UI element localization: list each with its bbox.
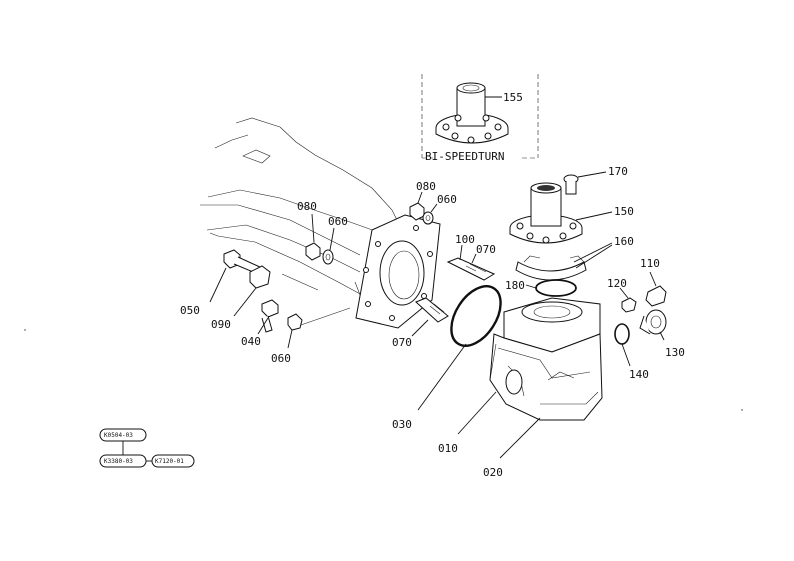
part-label-080-mid: 080 [297,200,317,213]
speck [741,409,743,411]
part-090-collar-drawing [249,265,271,289]
part-label-060-bottom: 060 [271,352,291,365]
part-label-120: 120 [607,277,627,290]
part-080-060-top-drawing [409,202,434,225]
reference-code-2: K3380-03 [104,458,133,465]
part-label-110: 110 [640,257,660,270]
part-label-170: 170 [608,165,628,178]
part-160-ring-drawing [515,255,587,281]
part-label-070-top: 070 [476,243,496,256]
speck [24,329,26,331]
part-label-160: 160 [614,235,634,248]
part-170-bolt-drawing [563,174,579,195]
part-label-150: 150 [614,205,634,218]
part-110-plug-drawing [645,285,667,307]
part-155-flange-drawing [435,82,509,144]
part-100-stud-drawing [446,257,496,281]
part-label-040: 040 [241,335,261,348]
part-120-washer-drawing [621,297,637,313]
reference-codes: K0504-03 K3380-03 K7120-01 [99,428,195,468]
part-label-140: 140 [629,368,649,381]
part-180-seal-drawing [535,279,577,297]
part-080-060-mid-drawing [305,242,334,265]
part-label-060-top: 060 [437,193,457,206]
part-label-010: 010 [438,442,458,455]
reference-code-3: K7120-01 [155,458,184,465]
part-140-ring-drawing [614,323,630,345]
part-label-130: 130 [665,346,685,359]
inset-caption: BI-SPEEDTURN [425,150,504,163]
part-030-o-ring-drawing [450,285,502,347]
axle-housing-drawing [200,117,441,329]
part-150-flange-drawing [509,182,583,244]
part-010-knuckle-case-drawing [489,297,603,421]
part-label-090: 090 [211,318,231,331]
part-040-bolt-drawing [261,299,279,333]
part-label-100: 100 [455,233,475,246]
part-label-180: 180 [505,279,525,292]
part-070-stud-drawing [415,297,449,323]
part-label-060-mid: 060 [328,215,348,228]
part-label-070-bottom: 070 [392,336,412,349]
part-label-080-top: 080 [416,180,436,193]
part-label-020: 020 [483,466,503,479]
bi-speedturn-inset: 155 BI-SPEEDTURN [421,74,539,163]
part-label-050: 050 [180,304,200,317]
reference-code-1: K0504-03 [104,432,133,439]
part-130-plug-drawing [639,309,667,335]
part-label-155: 155 [503,91,523,104]
part-label-030: 030 [392,418,412,431]
part-060-nut-drawing [287,313,303,331]
